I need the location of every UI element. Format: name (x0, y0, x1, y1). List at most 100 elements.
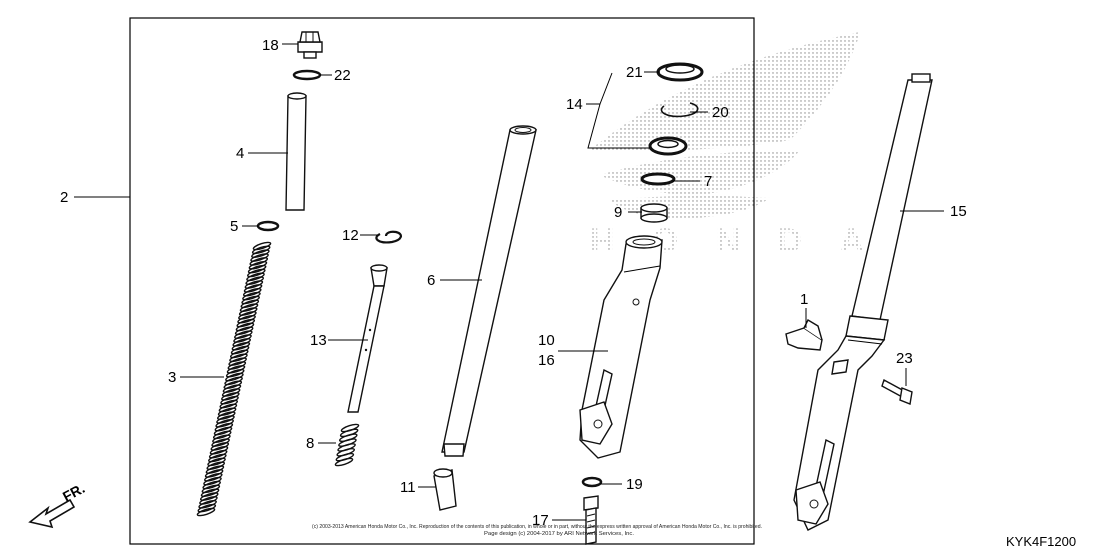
callout-1: 1 (800, 291, 808, 308)
spring-coil (196, 507, 216, 517)
callout-13: 13 (310, 332, 327, 349)
part-3-fork-spring (196, 241, 272, 517)
spring-coil (241, 295, 260, 305)
callout-2: 2 (60, 189, 68, 206)
spring-coil (237, 314, 256, 324)
spring-coil (252, 241, 272, 251)
part-19-sealing-washer (581, 476, 603, 488)
spring-coil (199, 492, 219, 501)
callout-6: 6 (427, 272, 435, 289)
callout-16: 16 (538, 352, 555, 369)
spring-coil (204, 469, 224, 478)
spring-coil (251, 245, 271, 255)
spring-coil (247, 268, 266, 278)
callout-10: 10 (538, 332, 555, 349)
spring-coil (250, 253, 269, 262)
spring-coil (240, 299, 260, 309)
callout-14: 14 (566, 96, 583, 113)
spring-coil (334, 457, 354, 467)
callout-7: 7 (704, 173, 712, 190)
callout-17: 17 (532, 512, 549, 529)
spring-coil (248, 260, 268, 270)
spring-coil (238, 307, 258, 316)
spring-coil (211, 438, 230, 447)
spring-coil (222, 384, 242, 393)
part-20-snap-ring (660, 102, 699, 118)
spring-coil (207, 457, 226, 467)
spring-coil (205, 465, 225, 474)
spring-coil (204, 473, 223, 482)
part-7-backup-ring (640, 172, 676, 186)
front-direction-label: FR. (60, 480, 87, 505)
spring-coil (203, 476, 222, 486)
callout-4: 4 (236, 145, 244, 162)
callout-5: 5 (230, 218, 238, 235)
callout-9: 9 (614, 204, 622, 221)
spring-coil (221, 388, 241, 397)
spring-coil (234, 326, 254, 336)
callout-3: 3 (168, 369, 176, 386)
spring-coil (224, 376, 243, 386)
spring-coil (228, 357, 247, 366)
spring-coil (208, 449, 228, 459)
spring-coil (217, 407, 237, 417)
spring-coil (236, 318, 256, 328)
part-9-bushing (640, 203, 668, 223)
part-14-oil-seal (648, 136, 688, 156)
callout-22: 22 (334, 67, 351, 84)
callout-23: 23 (896, 350, 913, 367)
part-10-bottom-case (579, 235, 663, 459)
spring-coil (198, 499, 217, 509)
part-18-fork-bolt (297, 31, 323, 59)
spring-coil (226, 365, 246, 374)
spring-coil (251, 249, 270, 259)
spring-coil (242, 291, 261, 301)
spring-coil (206, 461, 226, 471)
callout-11: 11 (400, 479, 416, 496)
callout-18: 18 (262, 37, 279, 54)
spring-coil (225, 372, 244, 382)
part-15-fork-assembly (793, 73, 933, 531)
part-12-clip (375, 230, 402, 244)
part-13-damper-rod (347, 264, 388, 413)
part-1-clamp (785, 319, 823, 351)
spring-coil (225, 368, 245, 378)
spring-coil (243, 284, 263, 293)
part-4-spacer-tube (285, 92, 307, 211)
spring-coil (197, 503, 217, 513)
spring-coil (216, 415, 235, 424)
spring-coil (220, 395, 239, 405)
spring-coil (210, 442, 230, 451)
callout-labels: 18 22 4 2 5 3 12 13 8 6 11 21 14 20 7 9 … (60, 37, 967, 529)
spring-coil (245, 276, 264, 285)
spring-coil (201, 484, 221, 494)
part-8-rebound-spring (334, 423, 360, 467)
spring-coil (247, 264, 267, 274)
spring-coil (229, 353, 248, 363)
copyright-line-1: (c) 2003-2013 American Honda Motor Co., … (312, 524, 762, 530)
spring-coil (215, 419, 234, 428)
spring-coil (227, 361, 247, 370)
spring-coil (244, 280, 264, 289)
spring-coil (213, 426, 233, 436)
callout-19: 19 (626, 476, 643, 493)
spring-coil (214, 422, 234, 432)
part-6-fork-pipe (441, 125, 537, 457)
assembly-frame (129, 17, 755, 545)
spring-coil (230, 345, 250, 355)
spring-coil (218, 403, 238, 413)
spring-coil (216, 411, 236, 420)
spring-coil (229, 349, 249, 359)
spring-coil (209, 446, 229, 455)
spring-coil (212, 434, 231, 444)
diagram-code: KYK4F1200 (1006, 534, 1076, 549)
spring-coil (235, 322, 255, 332)
callout-20: 20 (712, 104, 729, 121)
spring-coil (202, 480, 221, 490)
spring-coil (242, 287, 262, 297)
spring-coil (234, 330, 253, 339)
spring-coil (208, 453, 227, 463)
spring-coil (223, 380, 243, 390)
spring-coil (219, 399, 239, 409)
